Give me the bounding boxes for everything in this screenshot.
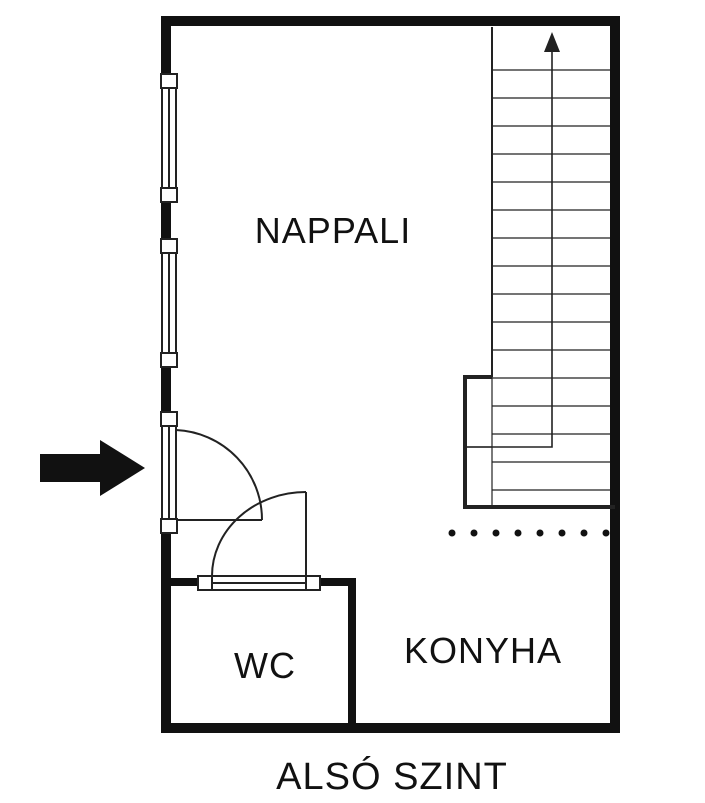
room-label-kitchen: KONYHA	[404, 630, 562, 671]
window-2	[160, 238, 178, 368]
floor-label: ALSÓ SZINT	[276, 755, 508, 798]
room-label-living: NAPPALI	[255, 210, 411, 251]
wc-door-swing	[211, 491, 307, 577]
wc-door	[197, 491, 321, 591]
dotted-divider	[448, 529, 610, 537]
stair-up-arrow-icon	[465, 32, 560, 448]
entrance-door-swing	[175, 429, 264, 521]
window-1	[160, 73, 178, 203]
wc-walls	[162, 578, 356, 732]
stair-treads	[492, 69, 610, 491]
staircase	[463, 27, 615, 509]
entrance-arrow-icon	[40, 440, 145, 496]
entrance-door	[160, 411, 264, 534]
outer-walls	[161, 16, 620, 733]
room-label-wc: WC	[234, 645, 296, 686]
stair-landing-outline	[463, 375, 615, 509]
